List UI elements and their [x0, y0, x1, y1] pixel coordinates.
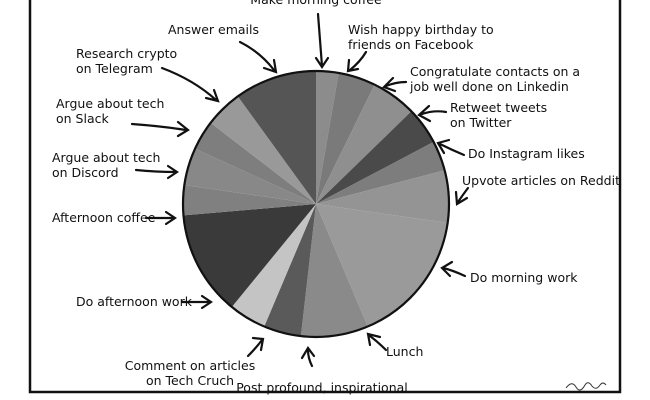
slice-label-line: Wish happy birthday to	[348, 22, 494, 37]
slice-label-line: Make morning coffee	[250, 0, 382, 7]
label-arrow	[130, 120, 190, 138]
pie-slice	[182, 185, 316, 216]
label-arrow	[454, 186, 470, 206]
pie-slice	[316, 72, 375, 204]
slice-label-line: job well done on Linkedin	[409, 79, 569, 94]
label-arrow	[144, 210, 177, 226]
slice-label: Do Instagram likes	[468, 146, 585, 161]
label-arrow	[417, 104, 448, 123]
slice-label: Answer emails	[168, 22, 259, 37]
pie-slice	[316, 111, 434, 204]
slice-label: Lunch	[386, 344, 423, 359]
slice-label-line: Research crypto	[76, 46, 177, 61]
pie-slice	[316, 204, 448, 327]
label-arrow	[238, 40, 278, 74]
slice-label-line: Do afternoon work	[76, 294, 193, 309]
label-arrow	[246, 336, 265, 358]
slice-label-line: Lunch	[386, 344, 423, 359]
pie-slice	[237, 71, 316, 204]
label-arrows	[130, 12, 470, 368]
slice-label-line: on Slack	[56, 111, 109, 126]
pie-slice	[231, 204, 316, 327]
pie-slice	[183, 204, 316, 307]
slice-label-line: Argue about tech	[52, 150, 160, 165]
label-arrow	[314, 12, 330, 69]
pie-slice	[264, 204, 316, 337]
pie-outline	[181, 69, 451, 339]
slice-label-line: on Discord	[52, 165, 119, 180]
label-arrow	[366, 332, 388, 352]
pie-slice	[195, 122, 316, 204]
slice-label-line: Do morning work	[470, 270, 578, 285]
slice-label: Upvote articles on Reddit	[462, 173, 620, 188]
artist-signature	[565, 382, 607, 391]
pie-slice	[210, 96, 316, 204]
pie-slice	[316, 170, 450, 223]
label-arrow	[436, 138, 466, 157]
label-arrow	[382, 76, 408, 93]
slice-label-line: on Telegram	[76, 61, 153, 76]
slice-label-line: Afternoon coffee	[52, 210, 156, 225]
slice-label-line: friends on Facebook	[348, 37, 474, 52]
pie-slices	[182, 71, 450, 337]
slice-label: Afternoon coffee	[52, 210, 156, 225]
slice-label-line: Do Instagram likes	[468, 146, 585, 161]
slice-labels: Make morning coffeeWish happy birthday t…	[52, 0, 620, 395]
label-arrow	[134, 164, 179, 180]
slice-label-line: Congratulate contacts on a	[410, 64, 580, 79]
slice-label-line: Answer emails	[168, 22, 259, 37]
slice-label-line: Comment on articles	[125, 358, 255, 373]
label-arrow	[346, 50, 368, 73]
slice-label-line: on Twitter	[450, 115, 512, 130]
slice-label-line: Upvote articles on Reddit	[462, 173, 620, 188]
panel-frame	[28, 0, 622, 394]
pie-slice	[300, 204, 368, 337]
slice-label: Do morning work	[470, 270, 578, 285]
label-arrow	[300, 346, 316, 368]
slice-label: Post profound, inspirational	[236, 380, 408, 395]
slice-label-line: Retweet tweets	[450, 100, 547, 115]
slice-label: Do afternoon work	[76, 294, 193, 309]
pie-slice	[184, 148, 316, 204]
label-arrow	[180, 294, 213, 310]
slice-label: Make morning coffee	[250, 0, 382, 7]
slice-label-line: on Tech Cruch	[146, 373, 234, 388]
pie-slice	[316, 71, 339, 204]
slice-label-line: Argue about tech	[56, 96, 164, 111]
label-arrow	[160, 66, 220, 103]
pie-slice	[316, 84, 412, 204]
label-arrow	[440, 260, 467, 278]
slice-label-line: Post profound, inspirational	[236, 380, 408, 395]
pie-slice	[316, 141, 445, 204]
